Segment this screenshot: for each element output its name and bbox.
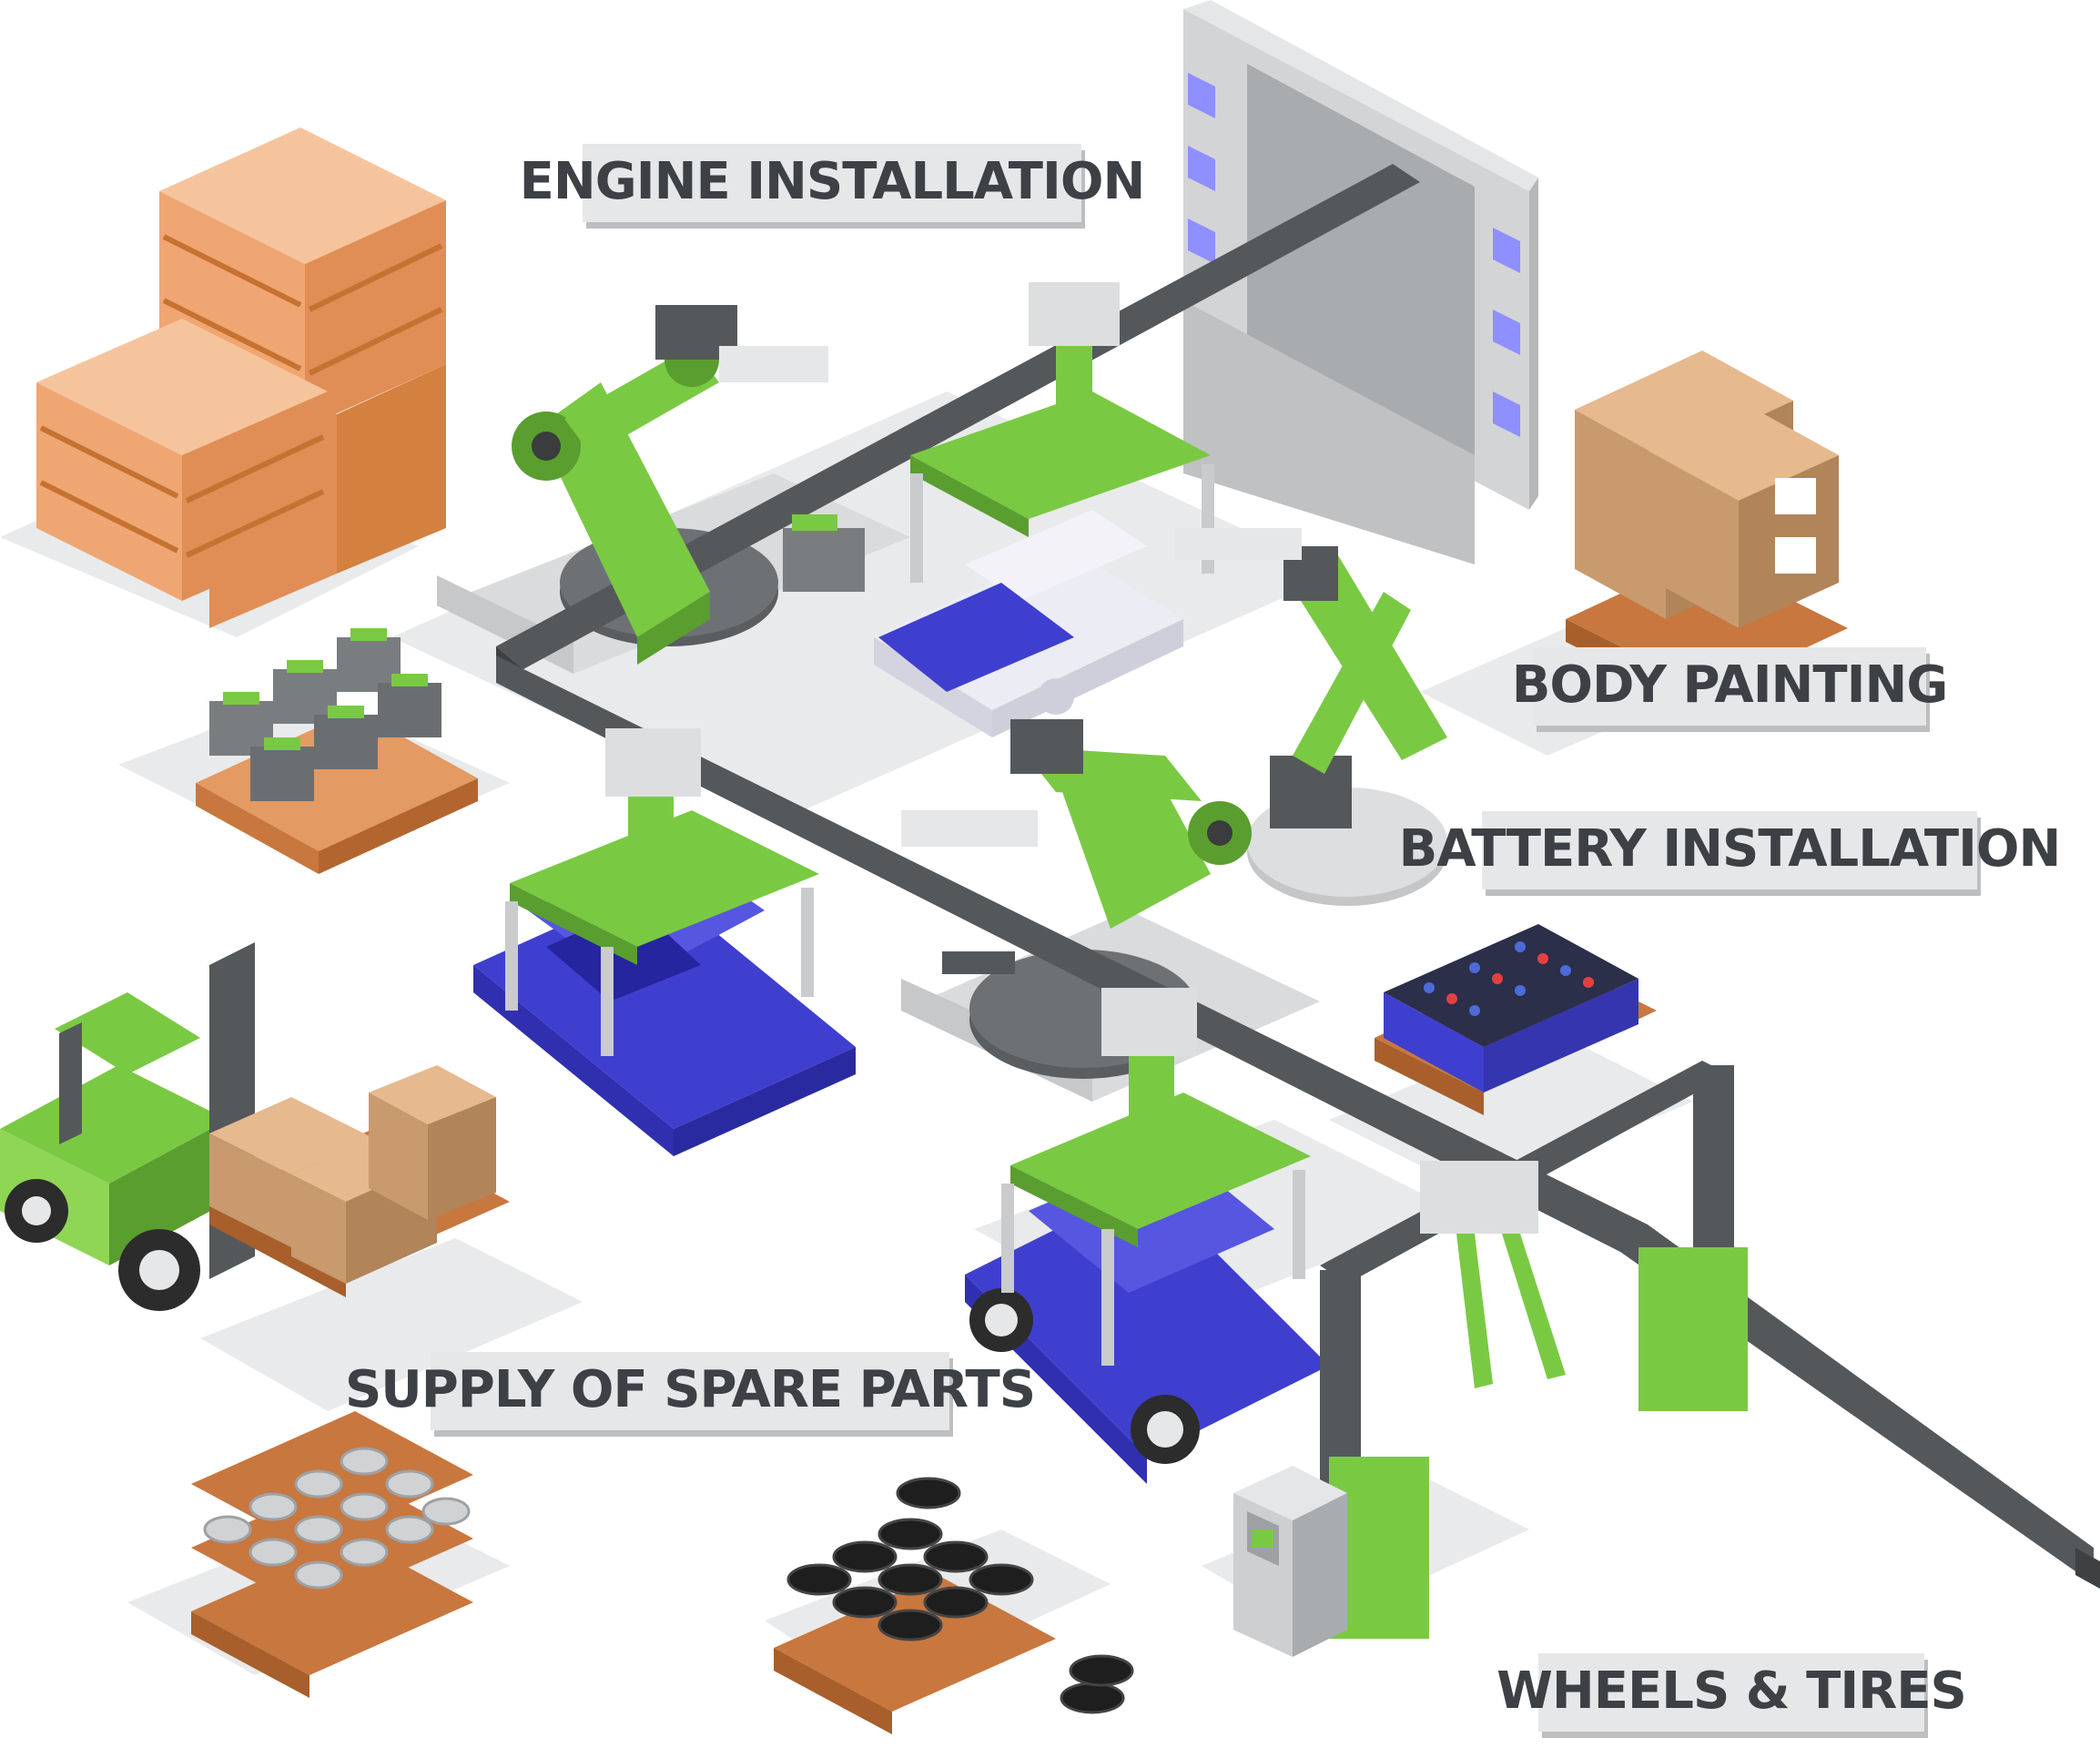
label-supply-of-spare-parts: SUPPLY OF SPARE PARTS — [345, 1352, 1036, 1437]
tires-stack — [774, 1477, 1134, 1734]
label-wheels-and-tires-text: WHEELS & TIRES — [1496, 1662, 1966, 1721]
robot-arm-icon — [901, 719, 1252, 974]
gantry-gripper-icon — [910, 282, 1214, 583]
engine-pallet — [196, 628, 478, 874]
control-panel-icon — [1233, 1466, 1347, 1657]
forklift-icon — [0, 942, 510, 1311]
label-body-painting-text: BODY PAINTING — [1512, 656, 1948, 715]
painting-booth-icon — [1183, 0, 1538, 564]
wooden-crates — [36, 127, 446, 628]
cardboard-box-icon — [1648, 405, 1839, 628]
robot-arm-icon — [512, 305, 865, 665]
cardboard-box-icon — [369, 1065, 496, 1220]
batteries-pallet — [1375, 924, 1657, 1115]
gantry-gripper-icon — [1001, 1092, 1311, 1366]
wheel-rims-stack — [191, 1411, 473, 1698]
engine-block-icon — [209, 628, 441, 801]
wheel-gantry — [1320, 1061, 1748, 1639]
car-body-icon — [874, 510, 1183, 737]
battery-icon — [1384, 924, 1638, 1092]
label-battery-installation-text: BATTERY INSTALLATION — [1399, 819, 2061, 879]
tire-icon — [786, 1477, 1134, 1714]
wooden-crate-icon — [209, 364, 446, 628]
label-engine-installation: ENGINE INSTALLATION — [520, 144, 1145, 229]
label-supply-of-spare-parts-text: SUPPLY OF SPARE PARTS — [345, 1360, 1035, 1419]
robot-arm-icon — [1174, 528, 1447, 828]
engine-block-icon — [783, 514, 865, 592]
label-body-painting: BODY PAINTING — [1512, 647, 1948, 732]
label-engine-installation-text: ENGINE INSTALLATION — [520, 152, 1145, 211]
label-battery-installation: BATTERY INSTALLATION — [1399, 811, 2061, 896]
wheel-rim-icon — [203, 1447, 471, 1590]
gantry-gripper-icon — [505, 810, 819, 1056]
label-wheels-and-tires: WHEELS & TIRES — [1496, 1653, 1967, 1738]
